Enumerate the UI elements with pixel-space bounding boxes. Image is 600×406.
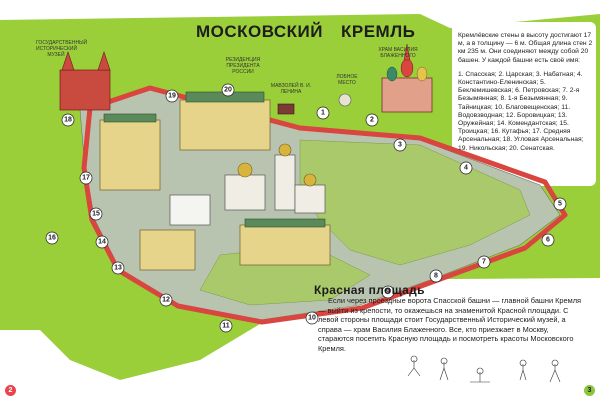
tower-marker-icon: 13 — [111, 261, 125, 275]
list-item: 18. Угловая Арсенальная; — [502, 136, 584, 144]
svg-text:13: 13 — [114, 265, 122, 272]
mausoleum — [277, 103, 295, 115]
list-item: 14. Комендантская; — [496, 120, 560, 128]
list-item: 19. Никольская; — [458, 144, 510, 152]
cathedral-icon — [381, 43, 433, 113]
list-item: 11. Водовзводная; — [458, 103, 571, 119]
callout-cathedral: Храм Василия Блаженного — [378, 47, 418, 59]
svg-text:19: 19 — [168, 93, 176, 100]
tower-marker-icon: 10 — [305, 311, 319, 325]
title-word-1: МОСКОВСКИЙ — [196, 22, 323, 41]
tower-marker-icon: 11 — [219, 319, 233, 333]
list-item: 16. Кутафья; — [490, 128, 533, 136]
list-item: 1. Спасская; — [458, 70, 499, 78]
tower-marker-icon: 19 — [165, 89, 179, 103]
tower-marker-icon: 15 — [89, 207, 103, 221]
list-item: 12. Боровицкая; — [505, 111, 558, 119]
tower-marker-icon: 3 — [393, 138, 407, 152]
list-item: 17. Средняя Арсенальная; — [458, 128, 571, 144]
tower-marker-icon: 6 — [541, 233, 555, 247]
tower-marker-icon: 1 — [316, 106, 330, 120]
svg-text:6: 6 — [546, 237, 550, 244]
tower-marker-icon: 7 — [477, 255, 491, 269]
info-card-bg — [452, 22, 596, 186]
callout-mausoleum: Мавзолей В. И. Ленина — [270, 83, 312, 95]
list-item: 4. Константино-Еленинская; — [458, 70, 583, 87]
lobnoe-mesto — [338, 93, 352, 107]
list-item: 15. Троицкая; — [458, 120, 569, 136]
tower-marker-icon: 14 — [95, 235, 109, 249]
page-title: МОСКОВСКИЙ КРЕМЛЬ — [196, 22, 433, 42]
list-item: 9. Тайницкая; — [458, 95, 568, 111]
callout-lobnoe: Лобное место — [336, 74, 358, 86]
callout-museum: Государственный исторический музей — [36, 40, 88, 58]
svg-text:20: 20 — [224, 87, 232, 94]
tower-marker-icon: 2 — [365, 113, 379, 127]
page-number-right: 3 — [584, 385, 595, 396]
list-item: 8. 1-я Безымянная; — [500, 95, 562, 103]
list-item: 20. Сенатская. — [509, 144, 555, 152]
svg-text:1: 1 — [321, 110, 325, 117]
svg-text:5: 5 — [558, 201, 562, 208]
list-item: 13. Оружейная; — [458, 111, 568, 128]
svg-text:10: 10 — [308, 315, 316, 322]
svg-text:15: 15 — [92, 211, 100, 218]
list-item: 3. Набатная; — [535, 70, 577, 78]
body-text: Если через проездные ворота Спасской баш… — [318, 296, 582, 353]
tower-marker-icon: 16 — [45, 231, 59, 245]
tower-marker-icon: 12 — [159, 293, 173, 307]
list-item: 10. Благовещенская; — [494, 103, 562, 111]
svg-text:9: 9 — [386, 289, 390, 296]
info-box: Кремлёвские стены в высоту достигают 17 … — [458, 32, 594, 153]
list-item: 6. Петровская; — [515, 87, 563, 95]
svg-text:7: 7 — [482, 259, 486, 266]
tower-marker-icon: 18 — [61, 113, 75, 127]
svg-text:18: 18 — [64, 117, 72, 124]
tower-marker-icon: 5 — [553, 197, 567, 211]
svg-text:16: 16 — [48, 235, 56, 242]
svg-text:2: 2 — [370, 117, 374, 124]
info-intro: Кремлёвские стены в высоту достигают 17 … — [458, 32, 593, 64]
callout-residence: Резиденция президента России — [225, 57, 261, 75]
museum-building — [59, 51, 111, 111]
title-word-2: КРЕМЛЬ — [340, 22, 416, 41]
buildings — [99, 91, 331, 271]
svg-text:11: 11 — [222, 323, 230, 330]
subheading: Красная площадь — [314, 283, 425, 297]
tower-marker-icon: 20 — [221, 83, 235, 97]
svg-text:4: 4 — [464, 165, 468, 172]
tower-marker-icon: 9 — [381, 285, 395, 299]
svg-text:3: 3 — [398, 142, 402, 149]
people-sketch-icon — [407, 355, 561, 383]
svg-text:12: 12 — [162, 297, 170, 304]
tower-list: 1. Спасская; 2. Царская; 3. Набатная; 4.… — [458, 71, 594, 153]
svg-text:14: 14 — [98, 239, 106, 246]
tower-marker-icon: 17 — [79, 171, 93, 185]
svg-text:8: 8 — [434, 273, 438, 280]
tower-marker-icon: 4 — [459, 161, 473, 175]
tower-markers: 1 2 3 4 5 6 7 8 9 10 11 12 13 14 15 16 1… — [45, 83, 567, 333]
svg-text:17: 17 — [82, 175, 90, 182]
list-item: 2. Царская; — [498, 70, 536, 78]
list-item: 5. Беклемишевская; — [458, 79, 546, 95]
list-item: 7. 2-я Безымянная; — [458, 87, 580, 103]
tower-marker-icon: 8 — [429, 269, 443, 283]
page-number-left: 2 — [5, 385, 16, 396]
